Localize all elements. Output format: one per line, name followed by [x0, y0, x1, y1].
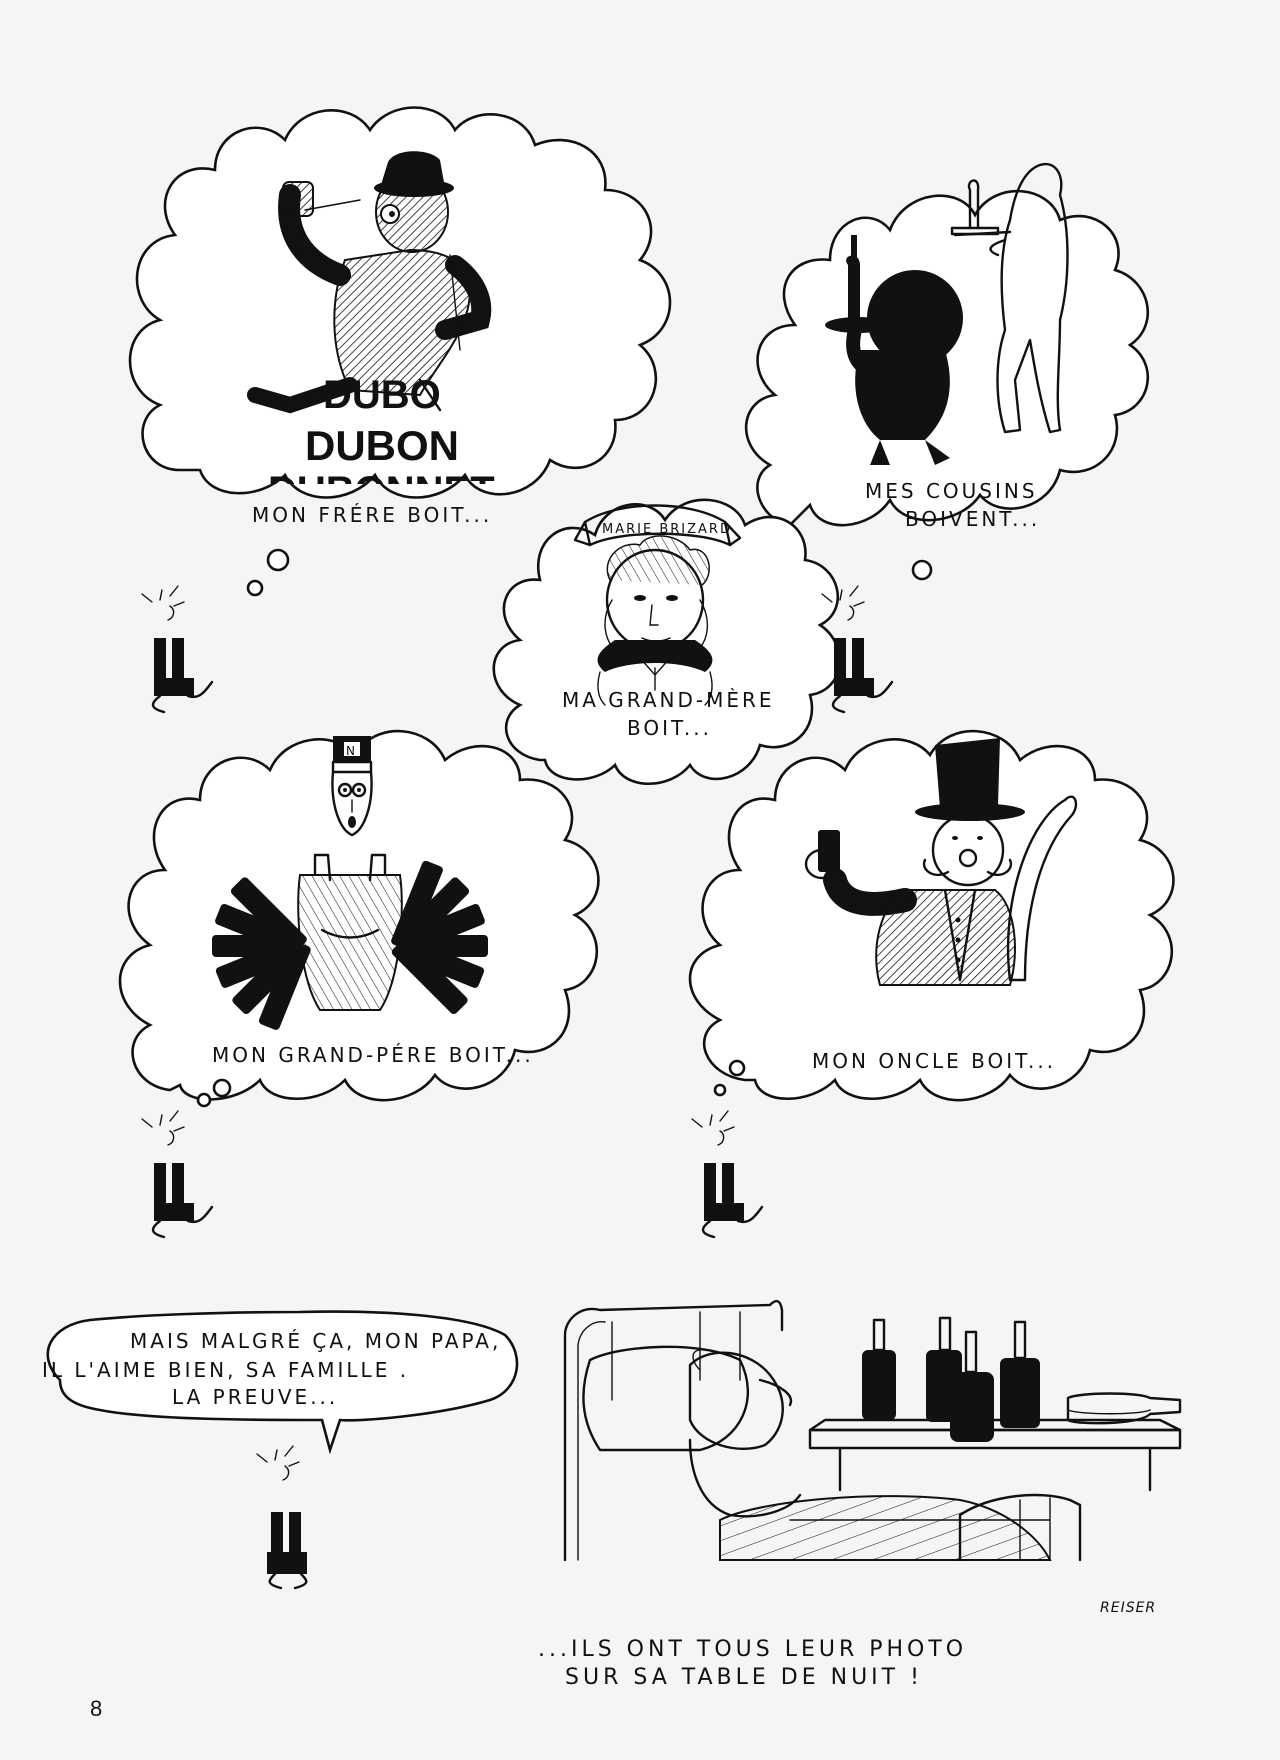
thought-bubble-grandmother: MARIE BRIZARD MA GRAND-MÈRE BOIT... — [492, 498, 841, 785]
bottle-fan-left — [212, 877, 311, 1030]
kid-figure-3 — [141, 1110, 214, 1239]
grandmother-banner: MARIE BRIZARD — [602, 522, 732, 537]
thought-bubble-uncle: MON ONCLE BOIT... — [688, 729, 1175, 1102]
caption-grandfather: MON GRAND-PÉRE BOIT... — [212, 1043, 534, 1067]
kid-figure-5 — [256, 1445, 308, 1590]
grandfather-drawing: N — [212, 736, 488, 1030]
caption-grandmother-line1: MA GRAND-MÈRE — [562, 688, 775, 712]
thought-bubble-grandfather: N — [118, 729, 600, 1108]
bottle-photo-1 — [862, 1318, 896, 1420]
page-number: 8 — [90, 1696, 103, 1721]
final-caption-line2: SUR SA TABLE DE NUIT ! — [565, 1665, 923, 1690]
bottle-lying — [1066, 1392, 1182, 1425]
bottle-photo-3 — [950, 1330, 994, 1442]
kid-figure-1 — [141, 585, 214, 714]
speech-line-3: LA PREUVE... — [172, 1385, 338, 1409]
caption-cousins-line2: BOIVENT... — [905, 507, 1040, 531]
bottle-photo-4 — [1000, 1320, 1040, 1428]
speech-line-1: MAIS MALGRÉ ÇA, MON PAPA, — [130, 1329, 501, 1353]
grandmother-drawing: MARIE BRIZARD — [573, 504, 742, 706]
cousins-drawing — [825, 162, 1069, 465]
caption-uncle: MON ONCLE BOIT... — [812, 1049, 1056, 1073]
ad-line-dubo: DUBO — [323, 373, 441, 417]
caption-cousins-line1: MES COUSINS — [865, 479, 1038, 503]
bottle-fan-right — [391, 860, 488, 1015]
speech-line-2: IL L'AIME BIEN, SA FAMILLE . — [42, 1358, 409, 1382]
cap-letter: N — [346, 744, 355, 758]
uncle-drawing — [804, 738, 1078, 986]
caption-brother: MON FRÉRE BOIT... — [252, 503, 492, 527]
kid-figure-2 — [821, 585, 894, 714]
ad-line-dubonnet: DUBONNET — [268, 469, 495, 513]
thought-bubble-cousins: MES COUSINS BOIVENT... — [744, 162, 1149, 581]
final-caption-line1: ...ILS ONT TOUS LEUR PHOTO — [538, 1637, 967, 1662]
ad-line-dubon: DUBON — [305, 422, 459, 469]
caption-grandmother-line2: BOIT... — [627, 716, 712, 740]
thought-bubble-brother: DUBO DUBON DUBONNET MON FRÉRE BOIT... — [128, 106, 672, 597]
speech-bubble-father: MAIS MALGRÉ ÇA, MON PAPA, IL L'AIME BIEN… — [42, 1310, 519, 1455]
kid-figure-4 — [691, 1110, 764, 1239]
artist-signature: REISER — [1100, 1600, 1156, 1616]
dubonnet-man-drawing — [247, 151, 492, 414]
bed-scene-drawing: REISER — [563, 1299, 1182, 1616]
